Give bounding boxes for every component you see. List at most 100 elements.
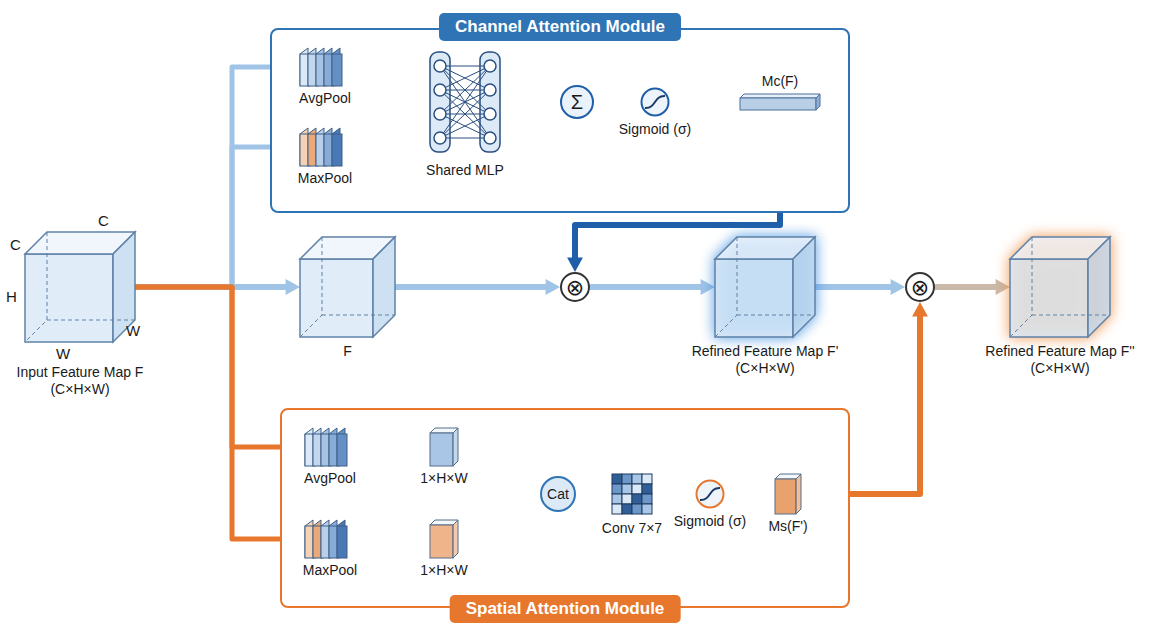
arrow-head	[891, 279, 905, 295]
cube-hidden-edge	[737, 315, 815, 316]
component-label: MaxPool	[298, 170, 352, 187]
kernel-cell	[632, 484, 642, 494]
kernel-cell	[632, 504, 642, 514]
connector	[815, 279, 905, 295]
component-label: Ms(F')	[768, 518, 807, 535]
cube-front	[300, 259, 373, 337]
connector-line	[935, 284, 998, 290]
maxpool-icon-graphic	[300, 128, 350, 166]
output-feature-cube-graphic	[1010, 237, 1110, 337]
slab-front	[430, 525, 453, 558]
arrow-head	[286, 279, 300, 295]
slab-side	[453, 520, 458, 558]
pooled-map: 1×H×W	[430, 428, 458, 466]
arrow-head	[546, 279, 560, 295]
feature-map-caption: Refined Feature Map F' (C×H×W)	[685, 343, 845, 377]
module-title: Channel Attention Module	[439, 13, 681, 41]
cube-hidden-edge	[1032, 315, 1110, 316]
component-label: 1×H×W	[420, 562, 467, 579]
multiply-circle: ⊗	[905, 272, 935, 302]
kernel-cell	[612, 484, 622, 494]
mlp-link	[440, 66, 490, 67]
mlp-neuron	[434, 60, 446, 72]
pool-slab	[337, 526, 347, 558]
mlp-neuron	[484, 84, 496, 96]
dimension-label: C	[10, 236, 21, 253]
sigmoid-curve	[700, 488, 720, 500]
connector-line	[135, 147, 290, 287]
dimension-label: C	[98, 212, 109, 229]
kernel-cell	[622, 504, 632, 514]
kernel-cell	[622, 484, 632, 494]
connector-line	[815, 284, 893, 290]
mlp-layer	[480, 52, 500, 152]
connector-line	[135, 287, 295, 539]
sigmoid-icon: Sigmoid (σ)	[640, 87, 670, 117]
bar-front	[740, 98, 816, 110]
shared-mlp-graphic	[420, 48, 510, 158]
kernel-cell	[642, 474, 652, 484]
mlp-neuron	[434, 108, 446, 120]
cube-hidden-edge	[1010, 237, 1032, 337]
kernel-cell	[612, 494, 622, 504]
maxpool-icon: MaxPool	[305, 520, 355, 558]
cube-side	[1088, 237, 1110, 337]
mlp-neuron	[484, 132, 496, 144]
feature-map-caption: F	[268, 343, 428, 360]
mlp-link	[440, 66, 490, 90]
mlp-link	[440, 66, 490, 138]
component-label: 1×H×W	[420, 470, 467, 487]
pool-slab	[332, 54, 342, 86]
cube-side	[373, 237, 395, 337]
refined-feature-cube: Refined Feature Map F' (C×H×W)	[715, 237, 815, 337]
slab-side	[453, 428, 458, 466]
sigmoid-icon-graphic	[640, 87, 670, 117]
symbol-text: ⊗	[907, 274, 933, 300]
channel-attention-map-graphic	[740, 94, 820, 110]
arrow-head	[996, 279, 1010, 295]
mlp-link	[440, 66, 490, 138]
component-label: MaxPool	[303, 562, 357, 579]
mlp-link	[440, 66, 490, 90]
sigmoid-circle	[642, 89, 669, 116]
output-feature-cube: Refined Feature Map F'' (C×H×W)	[1010, 237, 1110, 337]
feature-map-caption: Refined Feature Map F'' (C×H×W)	[980, 343, 1140, 377]
arrow-head	[701, 279, 715, 295]
feature-map-caption: Input Feature Map F (C×H×W)	[0, 364, 160, 398]
arrow-head	[567, 258, 583, 272]
avgpool-icon-graphic	[305, 428, 355, 466]
component-label: Sigmoid (σ)	[674, 513, 746, 530]
cube-hidden-edge	[300, 237, 322, 337]
connector	[395, 279, 560, 295]
mlp-neuron	[434, 132, 446, 144]
cube-hidden-edge	[715, 237, 737, 337]
input-feature-cube: Input Feature Map F (C×H×W)	[25, 232, 135, 342]
kernel-cell	[642, 494, 652, 504]
symbol-text: ⊗	[562, 274, 588, 300]
mlp-link	[440, 90, 490, 138]
avgpool-icon: AvgPool	[300, 48, 350, 86]
connector	[935, 279, 1010, 295]
kernel-cell	[622, 474, 632, 484]
component-label: Sigmoid (σ)	[619, 121, 691, 138]
component-label: Conv 7×7	[602, 520, 662, 537]
cube-hidden-edge	[47, 320, 135, 321]
sigmoid-circle	[697, 481, 724, 508]
arrow-head	[912, 302, 928, 316]
spatial-attention-module: Spatial Attention ModuleAvgPoolMaxPool1×…	[280, 408, 850, 608]
pooled-map-graphic	[430, 520, 458, 558]
connector-line	[590, 284, 703, 290]
cube-hidden-edge	[25, 232, 47, 342]
concat-circle: Cat	[540, 476, 576, 512]
mlp-neuron	[434, 84, 446, 96]
mlp-neuron	[484, 60, 496, 72]
sum-circle: Σ	[560, 85, 594, 119]
pooled-map-graphic	[430, 428, 458, 466]
cube-hidden-edge	[322, 315, 395, 316]
slab-front	[430, 433, 453, 466]
dimension-label: H	[6, 288, 17, 305]
dimension-label: W	[126, 322, 140, 339]
slab-side	[796, 474, 801, 514]
symbol-text: Σ	[562, 87, 592, 117]
